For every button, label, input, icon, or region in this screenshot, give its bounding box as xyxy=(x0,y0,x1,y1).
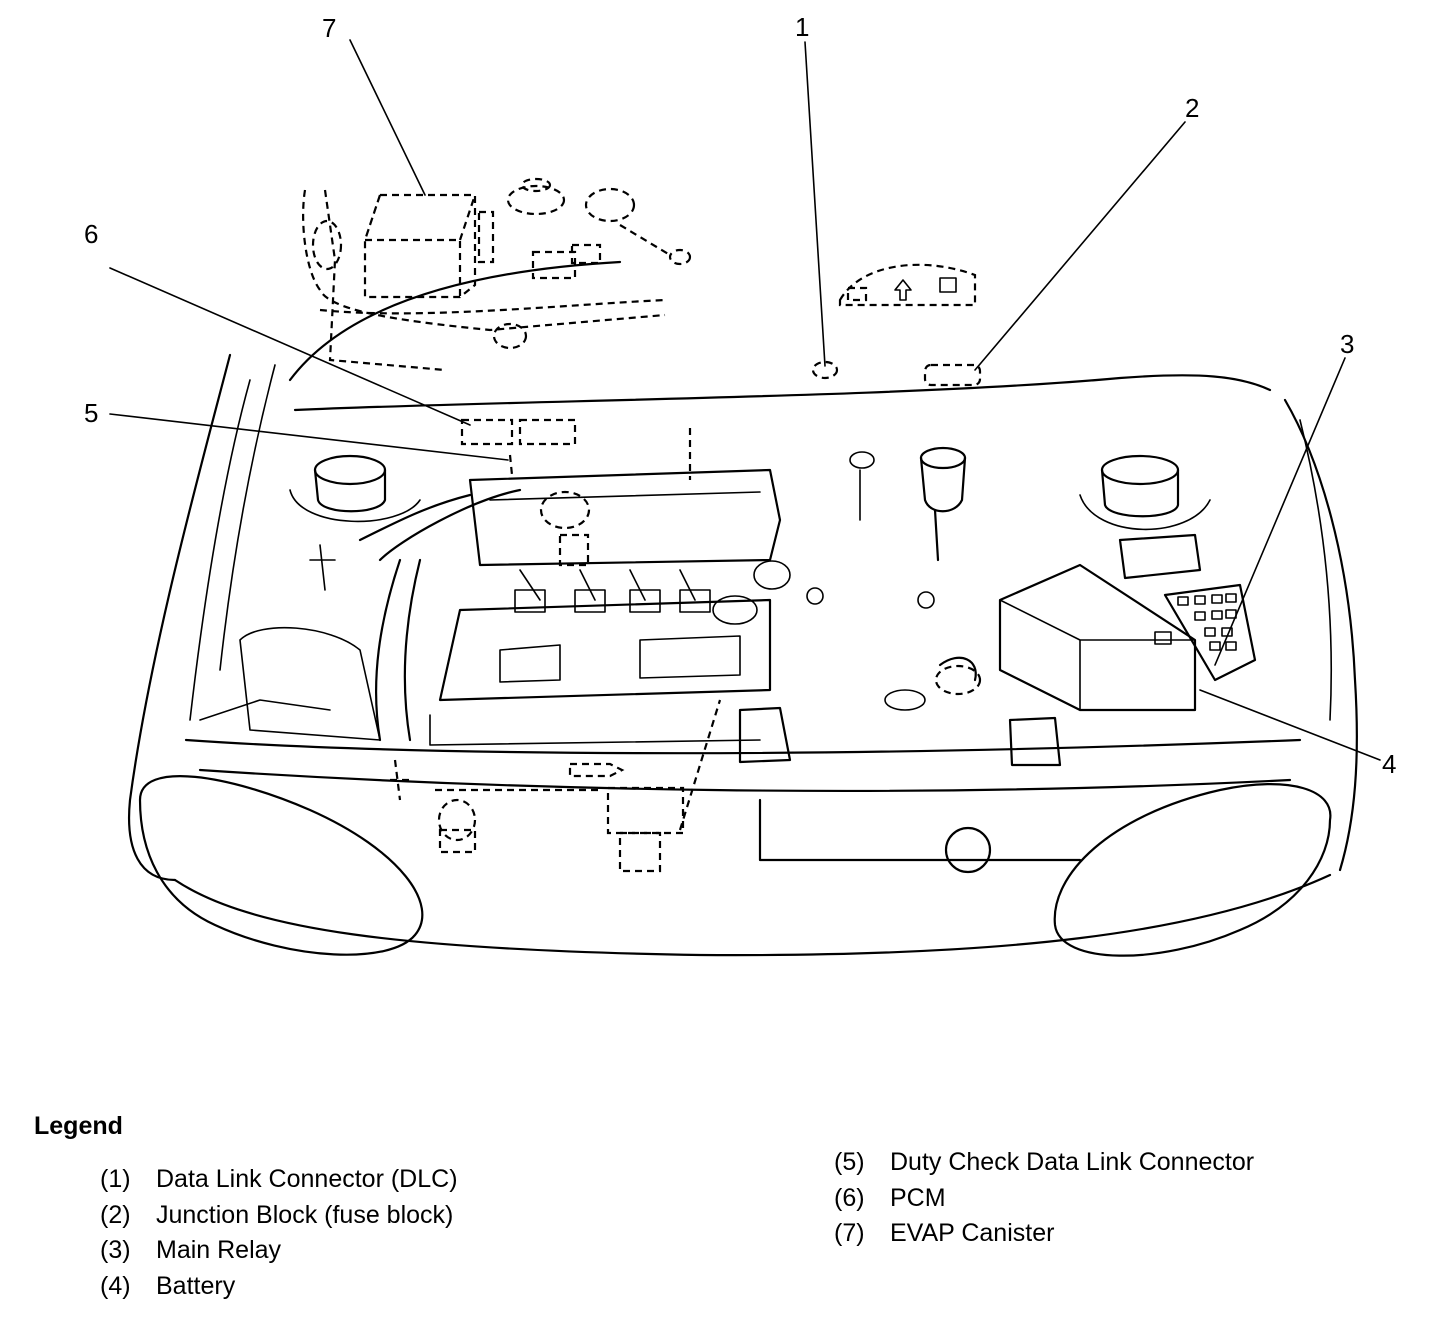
engine-compartment-diagram: 1 2 3 4 5 6 7 xyxy=(84,12,1396,957)
legend-item-text: EVAP Canister xyxy=(890,1219,1055,1247)
callout-7: 7 xyxy=(322,13,336,43)
legend-item-number: (6) xyxy=(834,1183,865,1212)
legend-item-text: Duty Check Data Link Connector xyxy=(890,1148,1255,1176)
legend-item-number: (7) xyxy=(834,1219,865,1247)
legend-item-number: (2) xyxy=(100,1200,131,1229)
callout-6: 6 xyxy=(84,219,98,249)
legend-item: (3) Main Relay xyxy=(100,1236,458,1272)
battery-and-relay xyxy=(998,533,1257,712)
legend-list-left: (1) Data Link Connector (DLC) (2) Junction… xyxy=(100,1165,458,1307)
legend-item-text: Data Link Connector (DLC) xyxy=(156,1165,458,1193)
legend-item-text: Battery xyxy=(156,1271,236,1300)
legend-item: (7) EVAP Canister xyxy=(834,1219,1254,1255)
legend-list-right: (5) Duty Check Data Link Connector (6) PCM… xyxy=(834,1148,1254,1255)
hidden-components xyxy=(302,177,982,873)
car-body-outline xyxy=(128,260,1358,957)
legend-item: (6) PCM xyxy=(834,1184,1254,1220)
legend-item-text: Main Relay xyxy=(156,1236,282,1264)
callout-2: 2 xyxy=(1185,93,1199,123)
misc-engine-parts xyxy=(199,446,1082,874)
callout-4: 4 xyxy=(1382,749,1396,779)
callout-3: 3 xyxy=(1340,329,1354,359)
legend-item-number: (1) xyxy=(100,1165,131,1193)
legend-item: (2) Junction Block (fuse block) xyxy=(100,1201,458,1237)
leader-lines xyxy=(109,39,1381,761)
legend-title: Legend xyxy=(34,1112,123,1140)
legend-item-text: PCM xyxy=(890,1183,946,1212)
legend-item: (5) Duty Check Data Link Connector xyxy=(834,1148,1254,1184)
headlights xyxy=(138,775,1332,957)
engine-block xyxy=(239,468,782,742)
legend-item: (1) Data Link Connector (DLC) xyxy=(100,1165,458,1201)
callout-5: 5 xyxy=(84,398,98,428)
callout-numbers: 1 2 3 4 5 6 7 xyxy=(84,12,1396,779)
strut-towers xyxy=(289,454,1211,531)
legend-item: (4) Battery xyxy=(100,1272,458,1308)
callout-1: 1 xyxy=(795,12,809,42)
legend-item-number: (4) xyxy=(100,1271,131,1300)
legend-item-number: (5) xyxy=(834,1148,865,1176)
legend-item-text: Junction Block (fuse block) xyxy=(156,1200,454,1229)
legend-item-number: (3) xyxy=(100,1236,131,1264)
